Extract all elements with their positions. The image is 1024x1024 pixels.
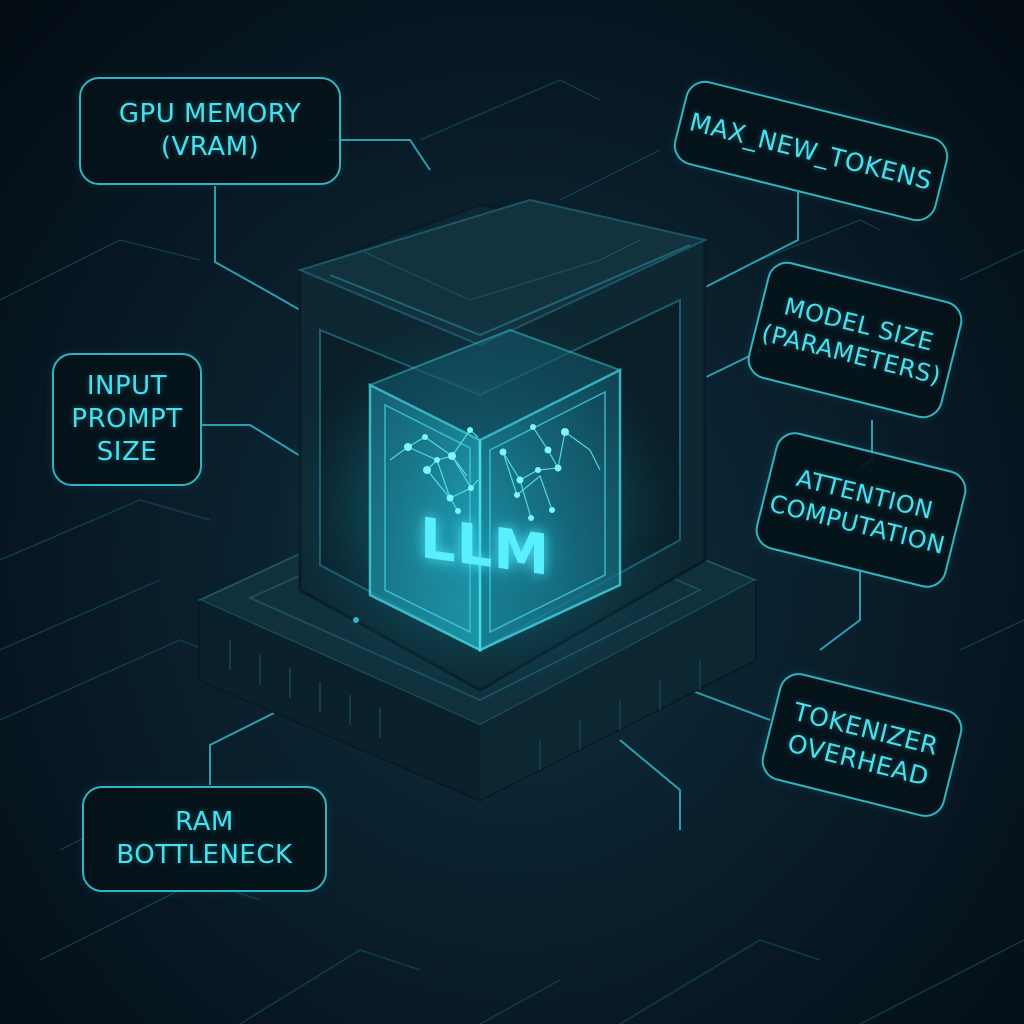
factor-ram-bottleneck-line-2: BOTTLENECK (116, 840, 293, 870)
factor-ram-bottleneck: RAM BOTTLENECK (82, 786, 327, 892)
factor-input-prompt-size-line-3: SIZE (96, 437, 158, 467)
factor-input-prompt-size-line-1: INPUT (86, 371, 168, 401)
llm-cube-icon (367, 328, 623, 653)
factor-input-prompt-size: INPUT PROMPT SIZE (52, 353, 202, 486)
factor-input-prompt-size-line-2: PROMPT (71, 404, 183, 434)
factor-gpu-memory-line-1: GPU MEMORY (118, 99, 302, 129)
factor-gpu-memory-line-2: (VRAM) (160, 132, 260, 162)
factor-ram-bottleneck-line-1: RAM (175, 807, 234, 837)
factor-gpu-memory: GPU MEMORY (VRAM) (79, 77, 341, 185)
